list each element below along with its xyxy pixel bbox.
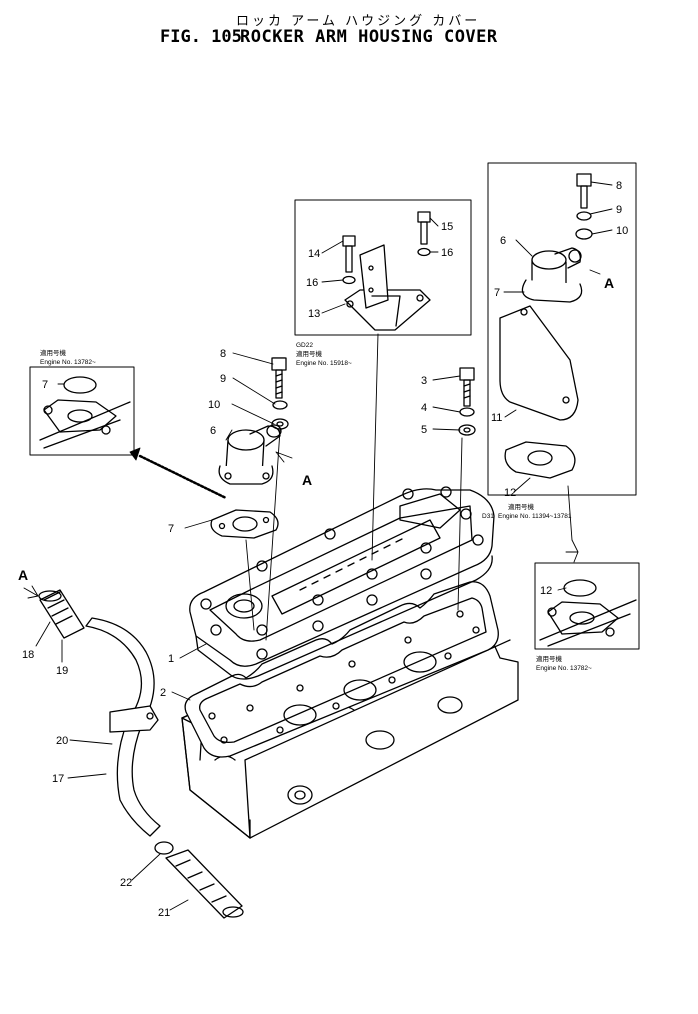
part-label-22: 22	[120, 877, 132, 889]
part-label-6a: 6	[210, 425, 216, 437]
note-applicable-center: 適用号機	[296, 349, 323, 358]
part-label-4: 4	[421, 402, 427, 414]
part-label-9a: 9	[220, 373, 226, 385]
figure-title: ROCKER ARM HOUSING COVER	[240, 27, 498, 47]
note-engine-15918: Engine No. 15918~	[296, 360, 352, 367]
part-label-16b: 16	[441, 247, 453, 259]
part-label-17: 17	[52, 773, 64, 785]
part-label-7a: 7	[168, 523, 174, 535]
note-gd22: GD22	[296, 342, 313, 349]
note-d31: D31	[482, 513, 494, 520]
part-label-21: 21	[158, 907, 170, 919]
part-label-5: 5	[421, 424, 427, 436]
part-label-8a: 8	[220, 348, 226, 360]
note-engine-13782-bottom: Engine No. 13782~	[536, 665, 592, 672]
bolts-right	[458, 367, 476, 436]
view-marker-a-center: A	[302, 472, 312, 488]
part-label-14: 14	[308, 248, 320, 260]
part-label-12a: 12	[504, 487, 516, 499]
part-label-16a: 16	[306, 277, 318, 289]
part-label-6b: 6	[500, 235, 506, 247]
part-label-20: 20	[56, 735, 68, 747]
view-marker-a-left: A	[18, 567, 28, 583]
figure-number: FIG. 105	[160, 27, 242, 47]
part-label-15: 15	[441, 221, 453, 233]
note-applicable-left: 適用号機	[40, 348, 67, 357]
note-applicable-right: 適用号機	[508, 502, 535, 511]
note-engine-11394-13781: Engine No. 11394~13781	[498, 513, 572, 520]
part-label-19: 19	[56, 665, 68, 677]
rocker-cover-drawing	[189, 486, 495, 680]
o-ring-inset-right	[534, 562, 640, 650]
leader-lines	[23, 181, 613, 911]
note-applicable-bottom: 適用号機	[536, 654, 563, 663]
gasket-drawing	[184, 581, 499, 758]
part-label-18: 18	[22, 649, 34, 661]
note-engine-13782-left: Engine No. 13782~	[40, 359, 96, 366]
part-label-11: 11	[491, 412, 502, 424]
view-marker-a-right: A	[604, 275, 614, 291]
part-label-9b: 9	[616, 204, 622, 216]
part-label-13: 13	[308, 308, 320, 320]
part-label-10b: 10	[616, 225, 628, 237]
cover-plate-inset	[487, 162, 637, 496]
part-label-2: 2	[160, 687, 166, 699]
part-number-labels: 8 9 10 6 7 3 4 5 14 16 13 15 16 8 9 10 6…	[18, 180, 628, 919]
breather-hose-assembly	[38, 589, 244, 919]
part-label-10a: 10	[208, 399, 220, 411]
bolts-center	[271, 357, 289, 430]
part-label-8b: 8	[616, 180, 622, 192]
part-label-7b: 7	[494, 287, 500, 299]
part-label-12b: 12	[540, 585, 552, 597]
japanese-title: ロッカ アーム ハウジング カバー	[236, 14, 481, 29]
o-ring-inset-left	[29, 366, 135, 456]
breather-elbow-center	[210, 424, 282, 539]
part-label-3: 3	[421, 375, 427, 387]
part-label-1: 1	[168, 653, 174, 665]
part-label-7c: 7	[42, 379, 48, 391]
